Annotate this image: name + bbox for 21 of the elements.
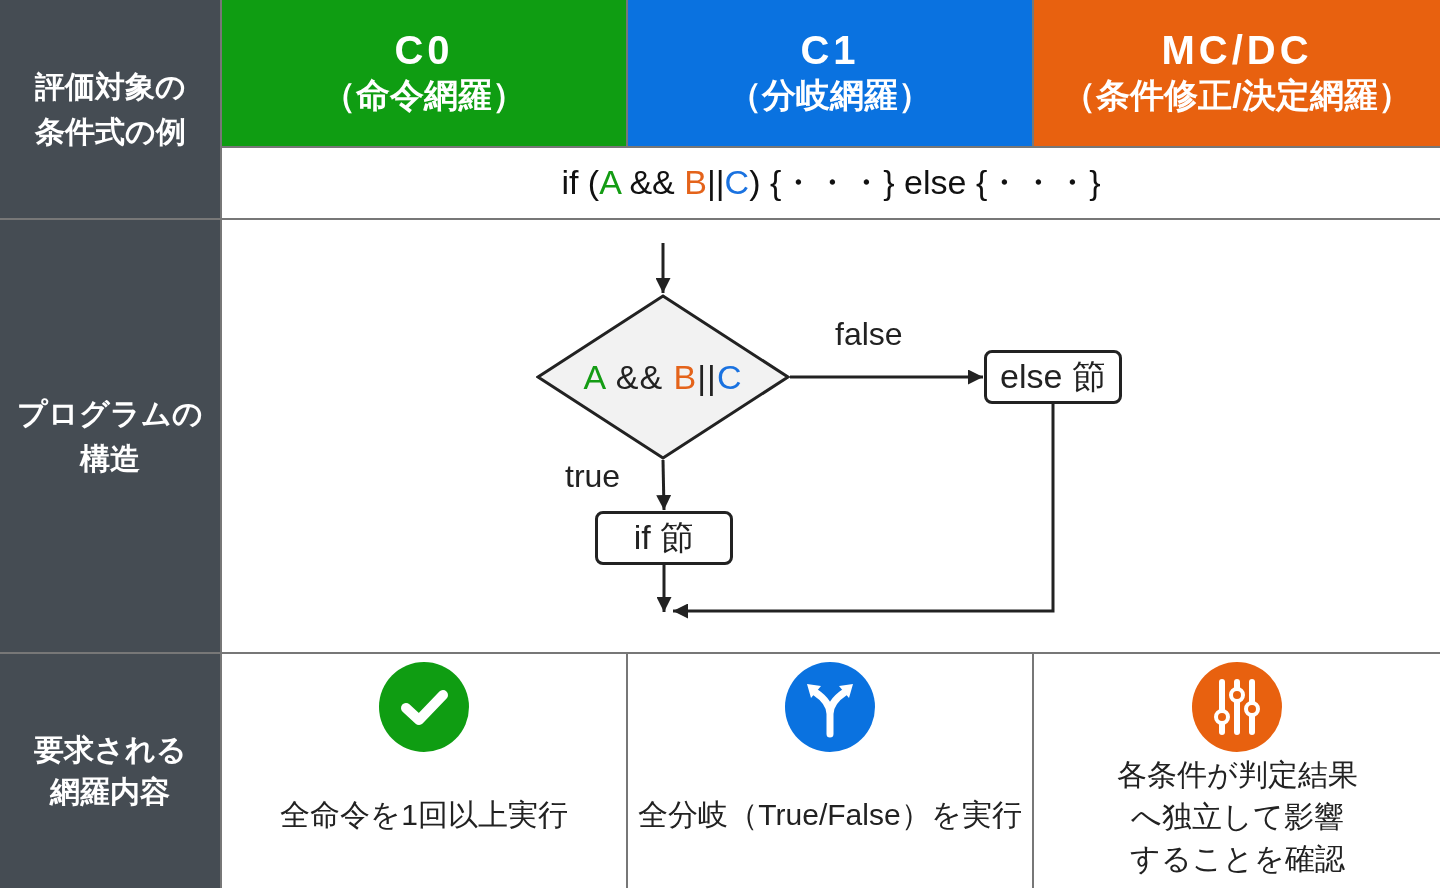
requirement-text: 各条件が判定結果へ独立して影響することを確認 [1115,757,1359,877]
column-subtitle: （条件修正/決定網羅） [1062,74,1412,116]
arrow [673,404,1055,619]
process-box: if 節 [595,511,733,565]
code-text: if (A && B||C) {・・・} else {・・・} [561,162,1101,203]
arrow [656,459,672,511]
row-header-text: 評価対象の条件式の例 [33,69,187,150]
arrow [655,243,671,293]
requirement-text: 全分岐（True/False）を実行 [638,797,1022,833]
arrow [656,565,672,612]
column-subtitle: （命令網羅） [322,74,526,116]
process-box: else 節 [984,350,1122,404]
column-title: MC/DC [1161,27,1313,73]
arrow [790,369,983,385]
row-header-text: プログラムの構造 [16,396,204,477]
column-title: C1 [800,27,860,73]
column-subtitle: （分岐網羅） [728,74,932,116]
row-header-text: 要求される網羅内容 [32,732,188,810]
column-title: C0 [394,27,454,73]
decision-diamond: A && B||C [536,294,790,460]
requirement-text: 全命令を1回以上実行 [279,797,569,833]
